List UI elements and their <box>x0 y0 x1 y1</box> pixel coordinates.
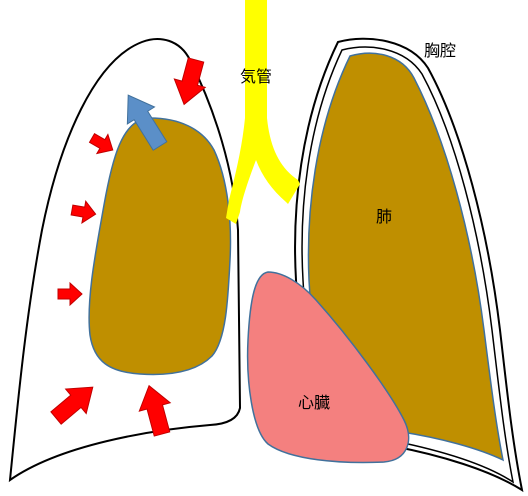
lung-label: 肺 <box>376 207 392 226</box>
heart-label: 心臓 <box>298 393 330 412</box>
pressure-arrow <box>88 132 114 155</box>
right-thoracic-cavity-inner <box>301 46 515 484</box>
pressure-arrow <box>50 386 94 425</box>
air-leak-arrow <box>126 94 168 151</box>
pressure-arrow <box>173 57 207 106</box>
pressure-arrow <box>138 384 172 437</box>
trachea <box>226 0 300 224</box>
pressure-arrow <box>57 281 83 307</box>
heart <box>246 271 410 464</box>
pressure-arrow <box>70 200 97 224</box>
trachea-label: 気管 <box>240 67 272 86</box>
thoracic-cavity-label: 胸腔 <box>424 41 456 60</box>
collapsed-left-lung <box>88 117 232 376</box>
